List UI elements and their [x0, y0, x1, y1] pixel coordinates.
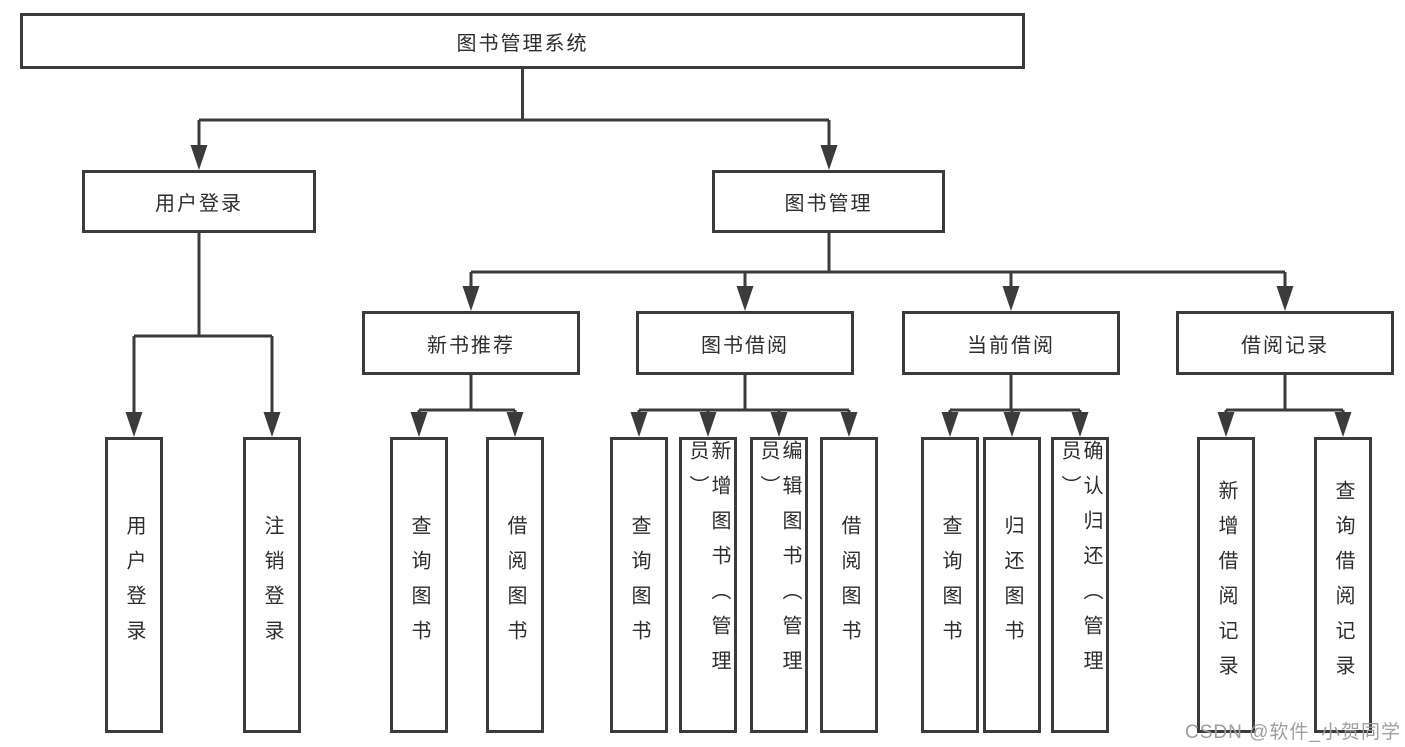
connector-user-login-branch: [132, 233, 274, 418]
leaf-query-books-recommend: 查询图书: [390, 437, 448, 733]
leaf-add-books-admin: 新增图书（管理员）: [679, 437, 737, 733]
node-label: 图书借阅: [701, 334, 789, 357]
node-book-management: 图书管理: [712, 170, 945, 233]
node-label: 新增借阅记录: [1215, 480, 1237, 690]
node-label: 确认归还（管理员）: [1058, 440, 1102, 685]
leaf-confirm-return-admin: 确认归还（管理员）: [1051, 437, 1109, 733]
connector-borrow-records-branch: [1224, 375, 1345, 420]
node-label: 注销登录: [261, 515, 283, 655]
leaf-borrow-books-recommend: 借阅图书: [486, 437, 544, 733]
node-label: 查询图书: [939, 515, 961, 655]
node-label: 图书管理系统: [456, 32, 589, 55]
leaf-query-books-current: 查询图书: [921, 437, 979, 733]
leaf-query-borrow-record: 查询借阅记录: [1314, 437, 1372, 733]
node-label: 编辑图书（管理员）: [757, 440, 801, 685]
node-current-borrowing: 当前借阅: [902, 311, 1120, 375]
node-label: 新书推荐: [427, 334, 515, 357]
node-label: 借阅记录: [1241, 334, 1329, 357]
node-label: 借阅图书: [838, 515, 860, 655]
connector-new-books-branch: [417, 375, 517, 420]
leaf-query-books-borrow: 查询图书: [610, 437, 668, 733]
node-label: 查询图书: [628, 515, 650, 655]
leaf-edit-books-admin: 编辑图书（管理员）: [750, 437, 808, 733]
node-new-book-recommend: 新书推荐: [362, 311, 580, 375]
leaf-borrow-books: 借阅图书: [820, 437, 878, 733]
leaf-logout: 注销登录: [243, 437, 301, 733]
node-user-login: 用户登录: [82, 170, 316, 233]
node-label: 借阅图书: [504, 515, 526, 655]
leaf-add-borrow-record: 新增借阅记录: [1197, 437, 1255, 733]
leaf-return-books: 归还图书: [983, 437, 1041, 733]
node-label: 当前借阅: [967, 334, 1055, 357]
node-borrowing-records: 借阅记录: [1176, 311, 1394, 375]
node-book-management-system: 图书管理系统: [20, 13, 1025, 69]
leaf-user-login: 用户登录: [105, 437, 163, 733]
node-book-borrowing: 图书借阅: [636, 311, 854, 375]
node-label: 归还图书: [1001, 515, 1023, 655]
connector-book-management-branch: [469, 233, 1287, 292]
arrowheads: [125, 145, 1352, 437]
node-label: 用户登录: [155, 193, 243, 215]
node-label: 图书管理: [784, 193, 873, 215]
node-label: 查询图书: [408, 515, 430, 655]
node-label: 查询借阅记录: [1332, 480, 1354, 690]
connector-root-to-level2: [197, 69, 831, 150]
watermark: CSDN @软件_小贺同学: [1185, 722, 1401, 743]
connector-book-borrow-branch: [637, 375, 851, 420]
node-label: 用户登录: [123, 515, 145, 655]
node-label: 新增图书（管理员）: [686, 440, 730, 685]
